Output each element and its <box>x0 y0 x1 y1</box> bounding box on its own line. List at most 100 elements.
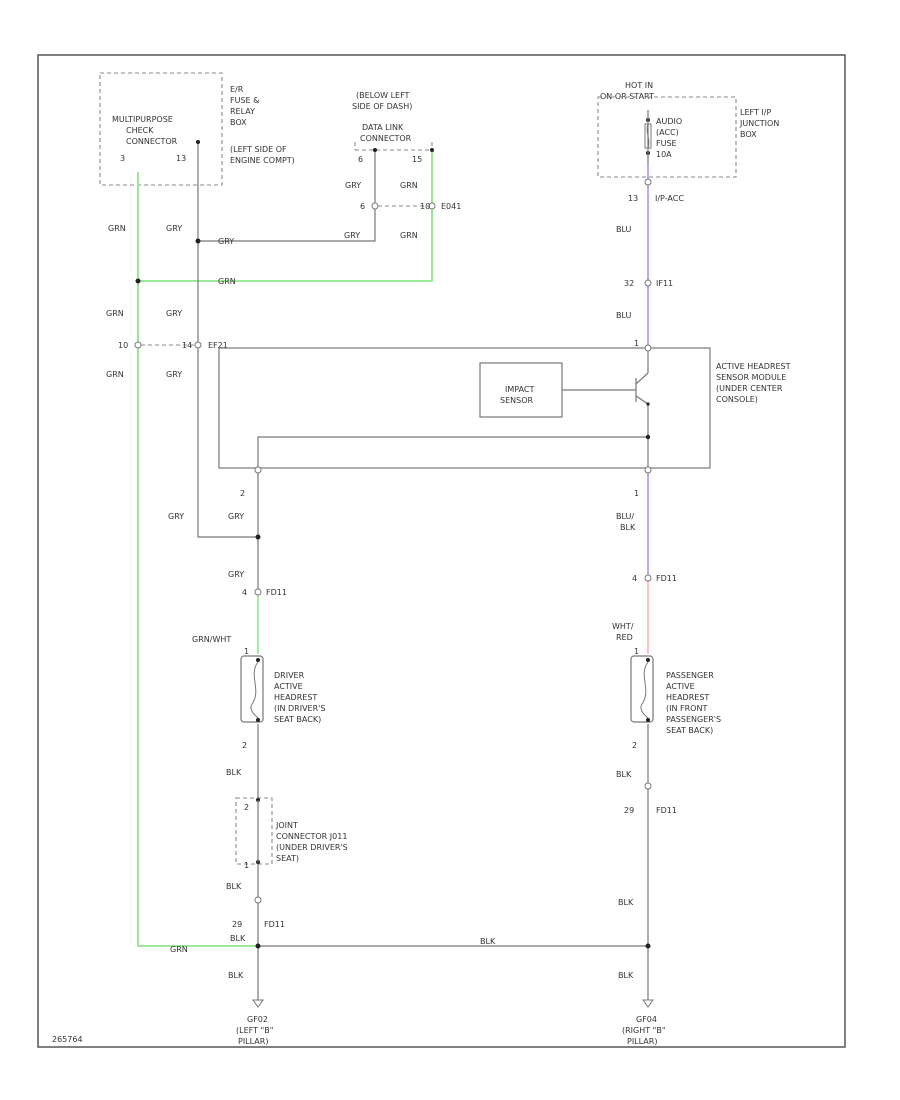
wire-grn-dlc <box>138 150 433 282</box>
driver-headrest-label-3: HEADREST <box>274 693 317 702</box>
passenger-headrest-label-1: PASSENGER <box>666 671 714 680</box>
conn-label-fd11-r2: FD11 <box>656 806 677 815</box>
er-fuse-label-3: RELAY <box>230 107 255 116</box>
connector-mark-ef21-left <box>134 341 142 349</box>
conn-label-29-right: 29 <box>624 806 634 815</box>
audio-fuse-label-3: FUSE <box>656 139 677 148</box>
wire-gry-dlc <box>198 150 376 242</box>
passenger-headrest-label-4: (IN FRONT <box>666 704 707 713</box>
wire-label-grn-1: GRN <box>108 224 126 233</box>
conn-label-fd11-l2: FD11 <box>264 920 285 929</box>
conn-label-if11: IF11 <box>656 279 673 288</box>
wire-label-grn-7: GRN <box>170 945 188 954</box>
wire-label-gry-4: GRY <box>345 181 361 190</box>
wire-label-grn-2: GRN <box>400 181 418 190</box>
passenger-headrest-label-6: SEAT BACK) <box>666 726 713 735</box>
junction-box-outline <box>597 96 737 178</box>
multipurpose-pin-3: 3 <box>120 154 125 163</box>
connector-mark-ipacc <box>644 178 652 186</box>
hot-in-label-1: HOT IN <box>625 81 653 90</box>
driver-headrest-label-1: DRIVER <box>274 671 305 680</box>
wire-label-blu-blk-1: BLU/ <box>616 512 634 521</box>
ground-left-symbol <box>252 999 264 1008</box>
connector-mark-module-right <box>644 466 652 474</box>
wire-label-gry-1: GRY <box>166 224 182 233</box>
junction-box-label-1: LEFT I/P <box>740 108 771 117</box>
wire-label-grn-5: GRN <box>106 309 124 318</box>
passenger-headrest-coil <box>640 661 649 719</box>
wire-label-gry-5: GRY <box>166 309 182 318</box>
conn-label-1-drv: 1 <box>244 647 249 656</box>
conn-label-2-pas: 2 <box>632 741 637 750</box>
conn-label-e041: E041 <box>441 202 461 211</box>
dlc-location-1: (BELOW LEFT <box>356 91 410 100</box>
wire-label-blk-5: BLK <box>228 971 244 980</box>
multipurpose-check-connector-box <box>99 72 223 186</box>
module-internal-line <box>257 436 648 472</box>
conn-label-6: 6 <box>360 202 365 211</box>
er-fuse-label-5: (LEFT SIDE OF <box>230 145 287 154</box>
passenger-headrest-pin-2 <box>646 718 650 722</box>
splice-gry-dlc <box>195 238 201 244</box>
ground-right-label-1: GF04 <box>636 1015 657 1024</box>
wire-label-wht-red-2: RED <box>616 633 633 642</box>
connector-mark-e041-left <box>371 202 379 210</box>
wire-label-blk-4: BLK <box>480 937 496 946</box>
impact-sensor-label-2: SENSOR <box>500 396 533 405</box>
wire-gry-main <box>197 142 258 538</box>
conn-label-29-left: 29 <box>232 920 242 929</box>
dlc-label-2: CONNECTOR <box>360 134 412 143</box>
dlc-pin-6-dot <box>373 148 377 152</box>
dlc-location-2: SIDE OF DASH) <box>352 102 412 111</box>
junction-box-label-2: JUNCTION <box>739 119 779 128</box>
wire-label-blu-2: BLU <box>616 311 632 320</box>
wire-label-gry-6: GRY <box>166 370 182 379</box>
multipurpose-label-1: MULTIPURPOSE <box>112 115 173 124</box>
dlc-pin-6: 6 <box>358 155 363 164</box>
ground-right-label-2: (RIGHT "B" <box>622 1026 666 1035</box>
wire-label-blk-7: BLK <box>618 898 634 907</box>
splice-gry-left <box>255 534 261 540</box>
ground-right-label-3: PILLAR) <box>627 1037 657 1046</box>
mp-pin-13-dot <box>196 140 200 144</box>
multipurpose-pin-13: 13 <box>176 154 186 163</box>
wire-label-gry-7: GRY <box>168 512 184 521</box>
conn-label-10: 10 <box>420 202 430 211</box>
driver-headrest-pin-1 <box>256 658 260 662</box>
driver-headrest-label-4: (IN DRIVER'S <box>274 704 325 713</box>
audio-fuse-label-1: AUDIO <box>656 117 682 126</box>
connector-mark-fd11-left <box>254 588 262 596</box>
conn-label-ipacc: I/P-ACC <box>655 194 684 203</box>
passenger-headrest-label-5: PASSENGER'S <box>666 715 721 724</box>
multipurpose-label-3: CONNECTOR <box>126 137 178 146</box>
wire-label-grn-wht: GRN/WHT <box>192 635 231 644</box>
module-label-1: ACTIVE HEADREST <box>716 362 791 371</box>
module-label-4: CONSOLE) <box>716 395 758 404</box>
er-fuse-label-1: E/R <box>230 85 244 94</box>
wire-grn-main <box>137 172 258 947</box>
er-fuse-label-4: BOX <box>230 118 247 127</box>
wire-label-blk-8: BLK <box>616 770 632 779</box>
dlc-pin-15: 15 <box>412 155 422 164</box>
wire-label-blk-1: BLK <box>226 768 242 777</box>
conn-label-10-left: 10 <box>118 341 128 350</box>
ground-left-label-3: PILLAR) <box>238 1037 268 1046</box>
wire-label-wht-red-1: WHT/ <box>612 622 634 631</box>
driver-headrest-coil <box>250 661 259 719</box>
module-junction-2 <box>646 402 650 406</box>
passenger-headrest-label-3: HEADREST <box>666 693 709 702</box>
joint-connector-label-3: (UNDER DRIVER'S <box>276 843 348 852</box>
passenger-headrest-actuator <box>630 655 654 723</box>
joint-connector-label-4: SEAT) <box>276 854 299 863</box>
wire-label-grn-3: GRN <box>400 231 418 240</box>
multipurpose-label-2: CHECK <box>126 126 154 135</box>
wire-label-gry-2: GRY <box>218 237 234 246</box>
dlc-label-1: DATA LINK <box>362 123 404 132</box>
passenger-headrest-label-2: ACTIVE <box>666 682 695 691</box>
conn-label-14-left: 14 <box>182 341 192 350</box>
wire-label-blk-2: BLK <box>226 882 242 891</box>
conn-label-ef21: EF21 <box>208 341 228 350</box>
conn-label-13: 13 <box>628 194 638 203</box>
conn-label-2-drv: 2 <box>242 741 247 750</box>
